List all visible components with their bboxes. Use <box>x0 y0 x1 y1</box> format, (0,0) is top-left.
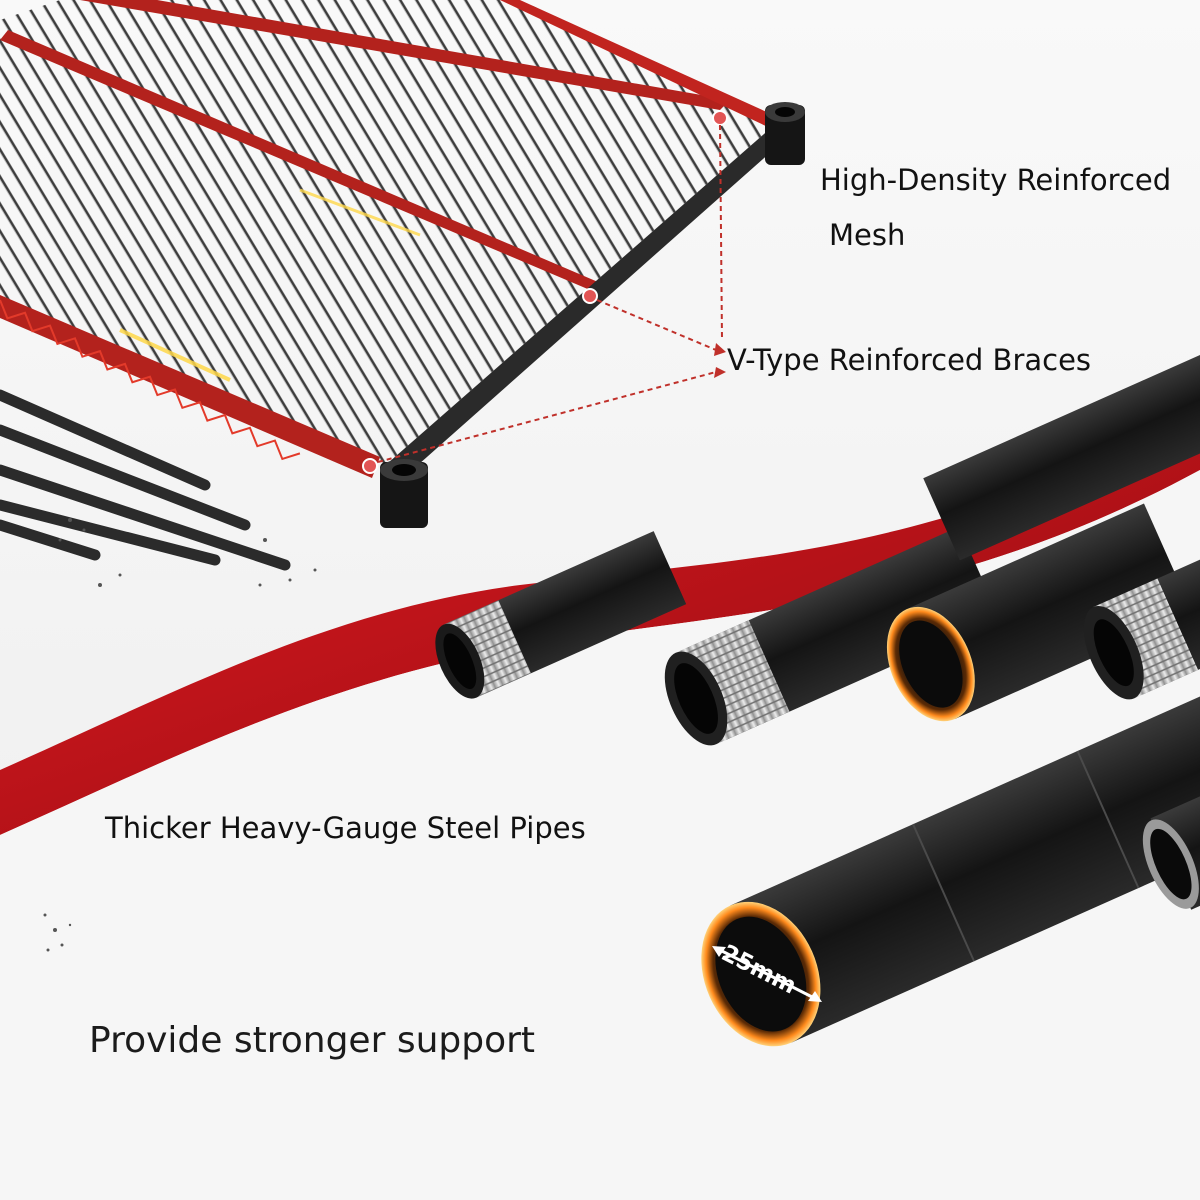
support-tagline: Provide stronger support <box>89 1020 536 1061</box>
steel-pipe-illustration <box>435 348 1200 1047</box>
wire-shelf-illustration <box>0 0 805 952</box>
mesh-label-line1: High-Density Reinforced <box>820 163 1172 197</box>
braces-label: V-Type Reinforced Braces <box>727 343 1092 377</box>
pipes-label: Thicker Heavy-Gauge Steel Pipes <box>105 811 586 845</box>
dashed-callout-arrow <box>362 110 728 474</box>
mesh-label-line2: Mesh <box>829 218 906 252</box>
